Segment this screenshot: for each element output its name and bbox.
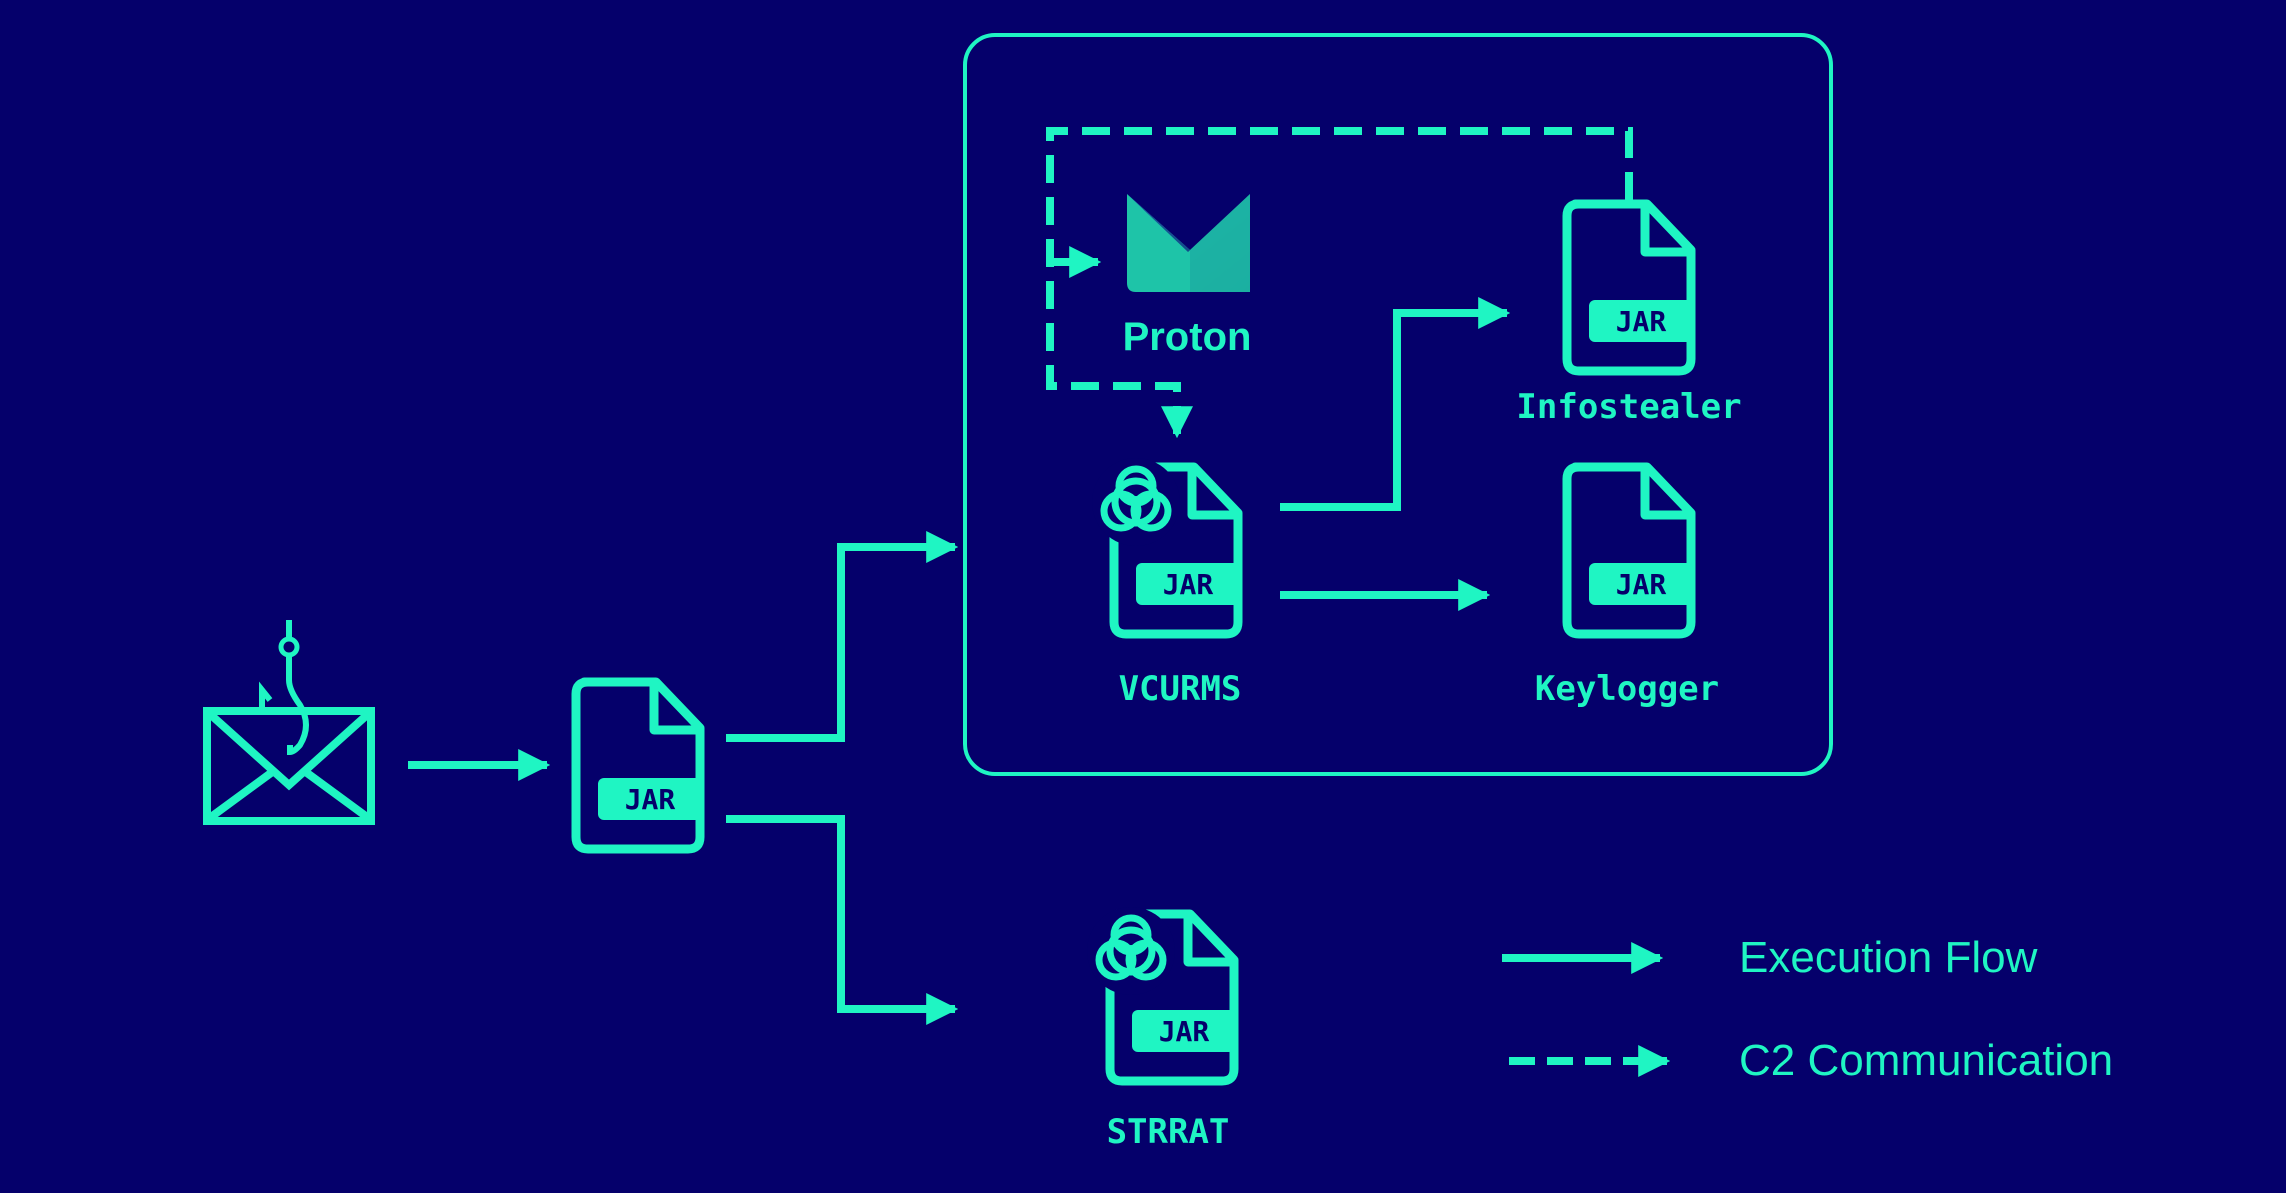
legend-execution-label: Execution Flow — [1739, 933, 2038, 982]
biohazard-icon — [1092, 458, 1180, 546]
biohazard-icon — [1087, 907, 1175, 995]
execution-arrow — [1280, 297, 1511, 511]
dropper-jar-file-icon: JAR — [576, 682, 702, 849]
strrat-jar-file-icon: JAR — [1110, 914, 1236, 1081]
strrat-label: STRRAT — [1107, 1112, 1230, 1152]
keylogger-jar-file-icon: JAR — [1567, 467, 1693, 634]
vcurms-label: VCURMS — [1119, 669, 1242, 709]
legend-c2-label: C2 Communication — [1739, 1036, 2113, 1085]
execution-arrow — [726, 531, 959, 742]
legend: Execution Flow C2 Communication — [1502, 933, 2113, 1085]
proton-label: Proton — [1123, 315, 1252, 359]
vcurms-jar-badge: JAR — [1163, 568, 1214, 601]
phishing-email-icon — [203, 620, 375, 825]
vcurms-group-box — [963, 33, 1833, 776]
keylogger-label: Keylogger — [1535, 669, 1719, 709]
vcurms-jar-file-icon: JAR — [1114, 467, 1240, 634]
proton-logo-icon — [1127, 194, 1250, 292]
execution-arrow — [726, 815, 959, 1025]
infostealer-jar-file-icon: JAR — [1567, 204, 1693, 371]
infostealer-jar-badge: JAR — [1616, 305, 1667, 338]
strrat-jar-badge: JAR — [1159, 1015, 1210, 1048]
keylogger-jar-badge: JAR — [1616, 568, 1667, 601]
dropper-jar-badge: JAR — [625, 783, 676, 816]
infostealer-label: Infostealer — [1516, 387, 1741, 427]
